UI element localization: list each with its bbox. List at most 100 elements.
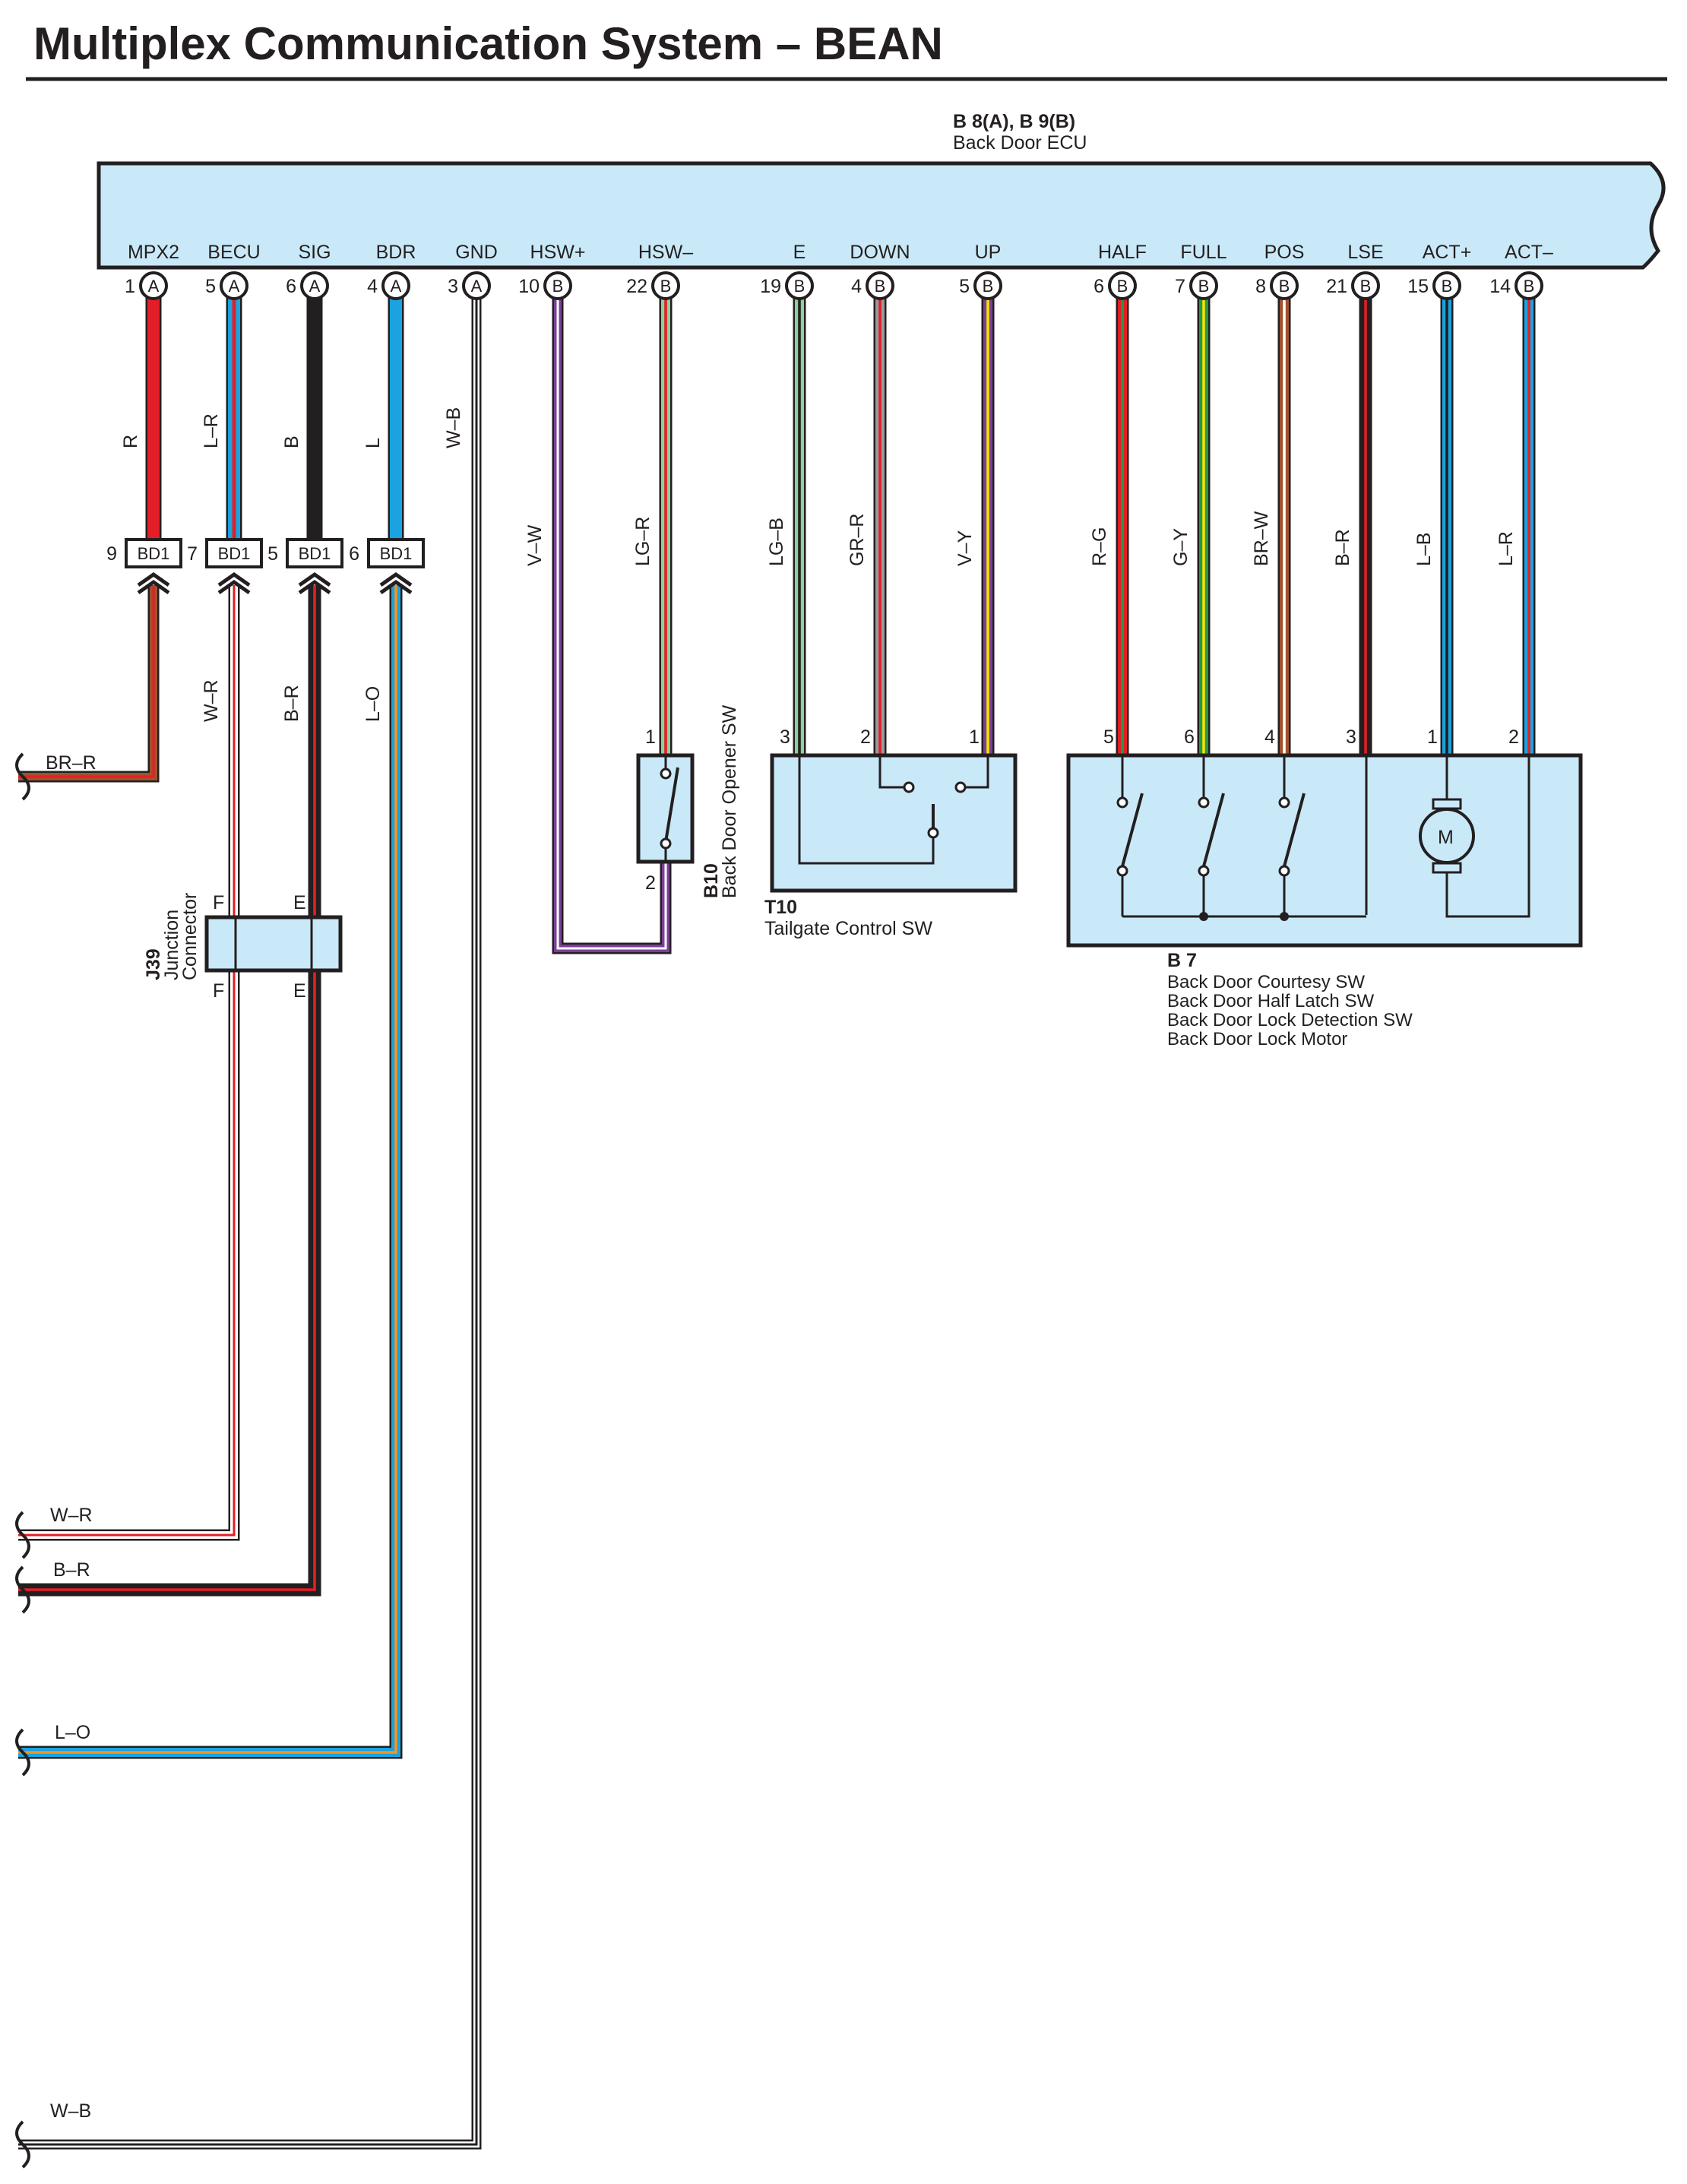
ecu-terminal-hsw-: HSW+B10 — [518, 242, 586, 300]
offpage-label-w-r: W–R — [50, 1505, 93, 1526]
terminal-pin: 7 — [1175, 276, 1185, 297]
ecu-ref: B 8(A), B 9(B) — [953, 111, 1075, 132]
terminal-connector: B — [1524, 277, 1535, 296]
b7-box — [1066, 753, 1583, 948]
terminal-label: POS — [1264, 242, 1305, 263]
terminal-label: HSW– — [638, 242, 693, 263]
terminal-pin: 19 — [760, 276, 781, 297]
t10-pin-1: 1 — [969, 726, 980, 748]
b7-back-door-switches-motor: M 5 6 4 3 1 2 B 7 Back Door Courtesy SW … — [1066, 726, 1583, 1049]
terminal-pin: 1 — [125, 276, 135, 297]
wire-label-L: L — [362, 438, 384, 448]
terminal-label: HSW+ — [530, 242, 586, 263]
terminal-pin: 8 — [1255, 276, 1266, 297]
terminal-label: GND — [455, 242, 498, 263]
t10-box — [770, 753, 1018, 893]
terminal-label: SIG — [298, 242, 331, 263]
terminal-connector: A — [229, 277, 240, 296]
wire-label-W–B: W–B — [443, 407, 464, 448]
terminal-pin: 6 — [1094, 276, 1104, 297]
terminal-connector: B — [1442, 277, 1453, 296]
terminal-connector: A — [391, 277, 402, 296]
terminal-label: BDR — [376, 242, 416, 263]
terminal-connector: B — [1279, 277, 1290, 296]
t10-tailgate-control-switch: 3 2 1 T10 Tailgate Control SW — [764, 726, 1018, 939]
b10-pin-1: 1 — [645, 726, 656, 748]
terminal-pin: 5 — [205, 276, 216, 297]
wire-label-R: R — [120, 435, 141, 448]
wire-label-R–G: R–G — [1089, 527, 1110, 566]
wire-l-o-offpage — [18, 585, 403, 1759]
offpage-references: BR–R W–R B–R L–O W–B — [46, 752, 97, 2122]
ecu-terminal-bdr: BDR A4 — [367, 242, 416, 300]
b10-name: Back Door Opener SW — [719, 704, 740, 898]
wire-label-G–Y: G–Y — [1170, 528, 1192, 566]
terminal-label: BECU — [207, 242, 260, 263]
b7-ref: B 7 — [1167, 950, 1197, 971]
j39-pin-e-top: E — [293, 892, 306, 913]
terminal-label: UP — [975, 242, 1002, 263]
wire-label-V–Y: V–Y — [954, 530, 976, 566]
ecu-terminal-act-: ACT–B14 — [1489, 242, 1553, 300]
offpage-label-l-o: L–O — [55, 1722, 90, 1743]
page-title: Multiplex Communication System – BEAN — [33, 18, 943, 69]
terminal-label: ACT+ — [1423, 242, 1472, 263]
wire-label-V–W: V–W — [524, 524, 546, 566]
b7-switch-full — [1198, 755, 1225, 916]
wire-label-lower-W–R: W–R — [201, 679, 222, 722]
b7-line-courtesy: Back Door Courtesy SW — [1167, 972, 1365, 992]
j39-pin-f-bottom: F — [213, 980, 224, 1002]
terminal-pin: 6 — [286, 276, 296, 297]
terminal-connector: B — [1198, 277, 1210, 296]
offpage-break-icon — [15, 1728, 30, 1777]
ecu-terminal-act-: ACT+B15 — [1407, 242, 1472, 300]
b7-switch-pos — [1278, 755, 1306, 916]
ecu-box — [97, 161, 1666, 270]
wire-label-LG–B: LG–B — [766, 518, 787, 566]
wire-br-r-offpage — [18, 585, 160, 783]
terminal-connector: B — [794, 277, 806, 296]
bd1-pin: 7 — [187, 543, 198, 565]
offpage-break-icon — [15, 1511, 30, 1559]
terminal-pin: 10 — [518, 276, 540, 297]
ecu-terminal-full: FULL B7 — [1175, 242, 1227, 300]
wires — [15, 286, 1536, 2169]
ecu-terminal-becu: BECU A5 — [205, 242, 261, 300]
j39-pin-f-top: F — [213, 892, 224, 913]
terminal-pin: 5 — [959, 276, 970, 297]
terminal-connector: A — [148, 277, 160, 296]
bd1-name: BD1 — [299, 544, 331, 563]
b7-motor-symbol: M — [1438, 827, 1454, 848]
j39-name: Junction — [161, 910, 182, 980]
wire-b-r-offpage — [18, 585, 321, 1597]
bd1-name: BD1 — [138, 544, 170, 563]
terminal-label: DOWN — [850, 242, 910, 263]
wire-hsw-plus-v-w — [552, 286, 672, 954]
terminal-label: FULL — [1180, 242, 1226, 263]
b7-pin-4: 4 — [1264, 726, 1275, 748]
terminal-connector: B — [875, 277, 886, 296]
b10-ref: B10 — [701, 863, 722, 898]
terminal-pin: 4 — [367, 276, 378, 297]
b10-back-door-opener-switch: 1 2 B10 Back Door Opener SW — [636, 704, 740, 898]
offpage-label-br-r: BR–R — [46, 752, 97, 774]
ecu-terminals: MPX2A1BECUA5SIGA6BDRA4GNDA3HSW+B10HSW–B2… — [125, 242, 1553, 300]
ecu-terminal-hsw-: HSW–B22 — [626, 242, 693, 300]
offpage-break-icon — [15, 2120, 30, 2169]
b7-lock-motor: M — [1419, 755, 1530, 918]
b7-pin-1: 1 — [1427, 726, 1438, 748]
wire-label-lower-L–O: L–O — [362, 686, 384, 722]
b7-pin-2: 2 — [1508, 726, 1519, 748]
offpage-label-w-b: W–B — [50, 2100, 91, 2122]
terminal-label: ACT– — [1505, 242, 1553, 263]
wire-label-L–R: L–R — [201, 413, 222, 448]
wire-w-r-offpage — [18, 585, 240, 1541]
